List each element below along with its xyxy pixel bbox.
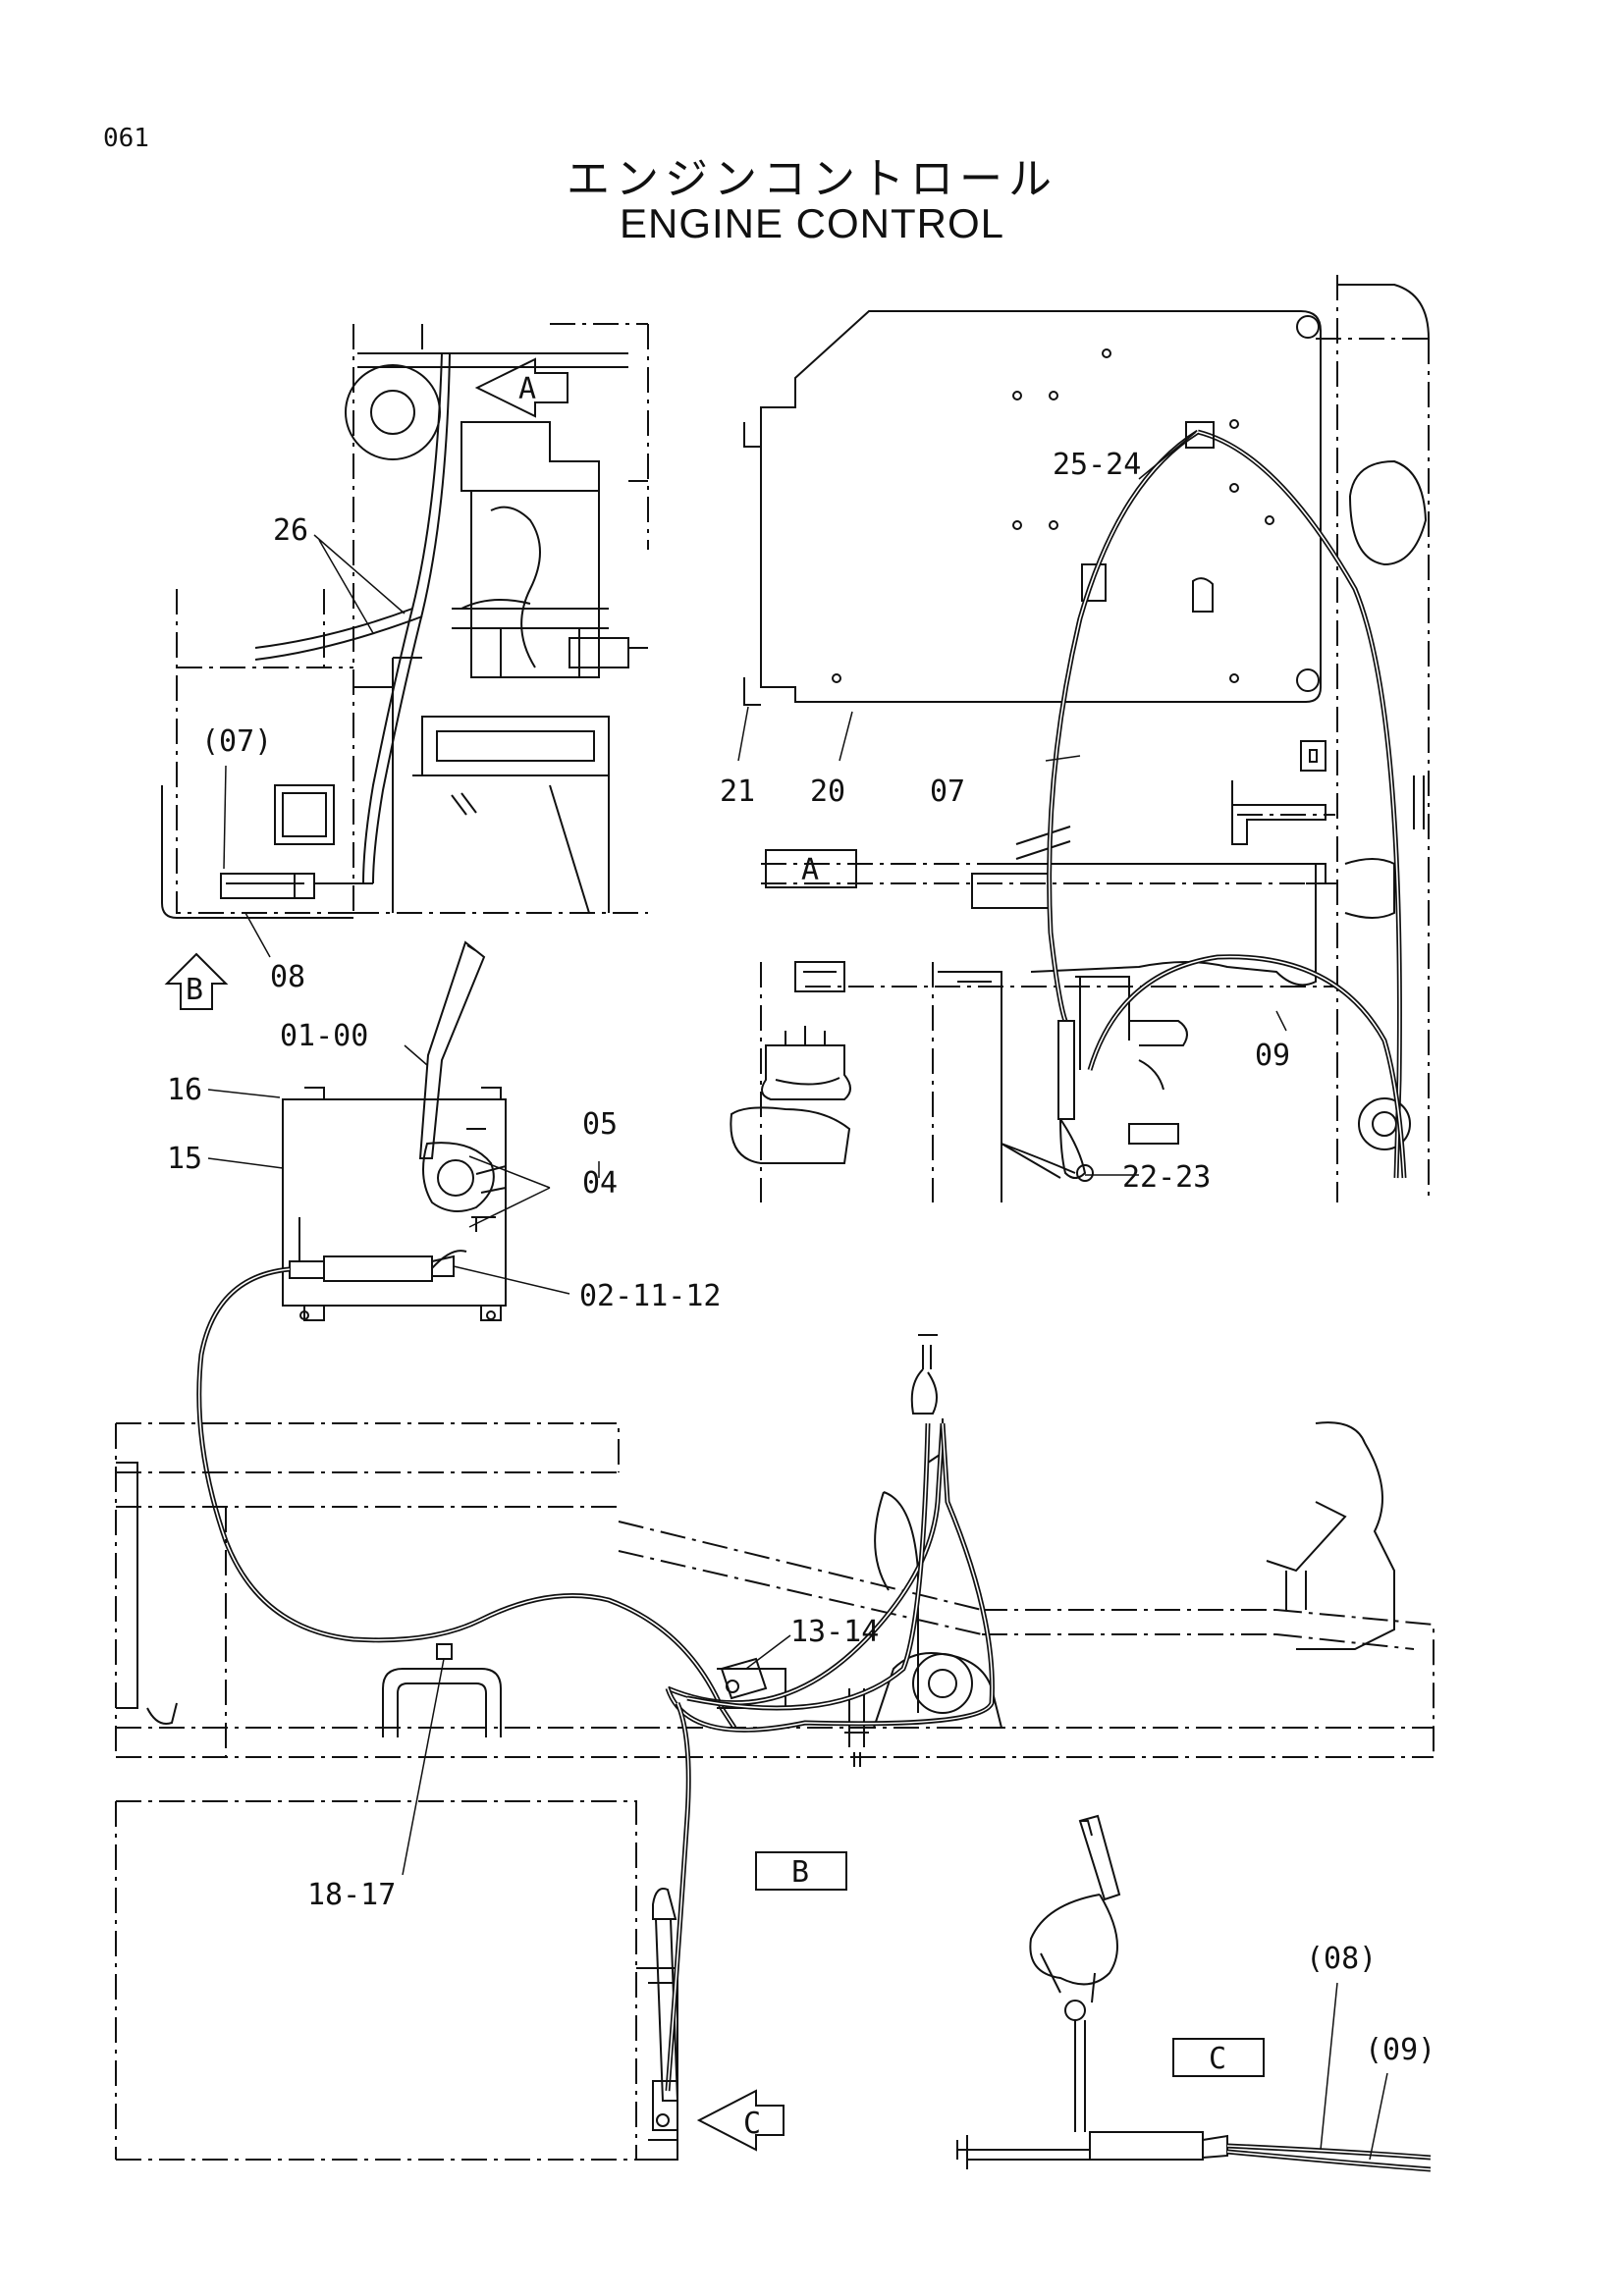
view-b-arrow-label: B <box>186 973 203 1007</box>
label-08: 08 <box>270 960 305 994</box>
label-20: 20 <box>810 774 845 809</box>
label-02-11-12: 02-11-12 <box>579 1279 722 1313</box>
view-c-detail: C <box>956 1814 1432 2172</box>
view-arrow-b: B <box>164 952 229 1010</box>
label-08-ref: (08) <box>1306 1942 1377 1976</box>
label-07: 07 <box>930 774 965 809</box>
label-13-14: 13-14 <box>790 1615 879 1649</box>
view-a-assembly: A <box>730 275 1430 1202</box>
page-number: 061 <box>103 124 149 153</box>
view-b-box <box>755 1851 847 1891</box>
title-japanese: エンジンコントロール <box>567 154 1057 204</box>
label-18-17: 18-17 <box>307 1878 396 1912</box>
view-b-box-label: B <box>791 1855 809 1890</box>
view-c-arrow-label: C <box>743 2107 761 2141</box>
label-09: 09 <box>1255 1039 1290 1073</box>
view-a-box-label: A <box>801 853 819 887</box>
control-lever-assembly <box>196 940 737 1730</box>
label-26: 26 <box>273 513 308 548</box>
label-15: 15 <box>167 1142 202 1176</box>
label-04: 04 <box>582 1166 618 1201</box>
view-a-arrow-label: A <box>518 372 536 406</box>
view-arrow-c: C <box>696 2089 785 2152</box>
view-arrow-a: A <box>474 357 568 418</box>
label-16: 16 <box>167 1073 202 1107</box>
label-21: 21 <box>720 774 755 809</box>
label-07-ref: (07) <box>201 724 272 759</box>
main-frame-assembly <box>115 1334 1435 2161</box>
label-09-ref: (09) <box>1365 2033 1435 2067</box>
label-22-23: 22-23 <box>1122 1160 1211 1195</box>
label-25-24: 25-24 <box>1053 448 1141 482</box>
label-05: 05 <box>582 1107 618 1142</box>
title-english: ENGINE CONTROL <box>619 200 1005 246</box>
view-c-box-label: C <box>1209 2042 1226 2076</box>
label-01-00: 01-00 <box>280 1019 368 1053</box>
engine-compartment-view <box>161 323 649 919</box>
